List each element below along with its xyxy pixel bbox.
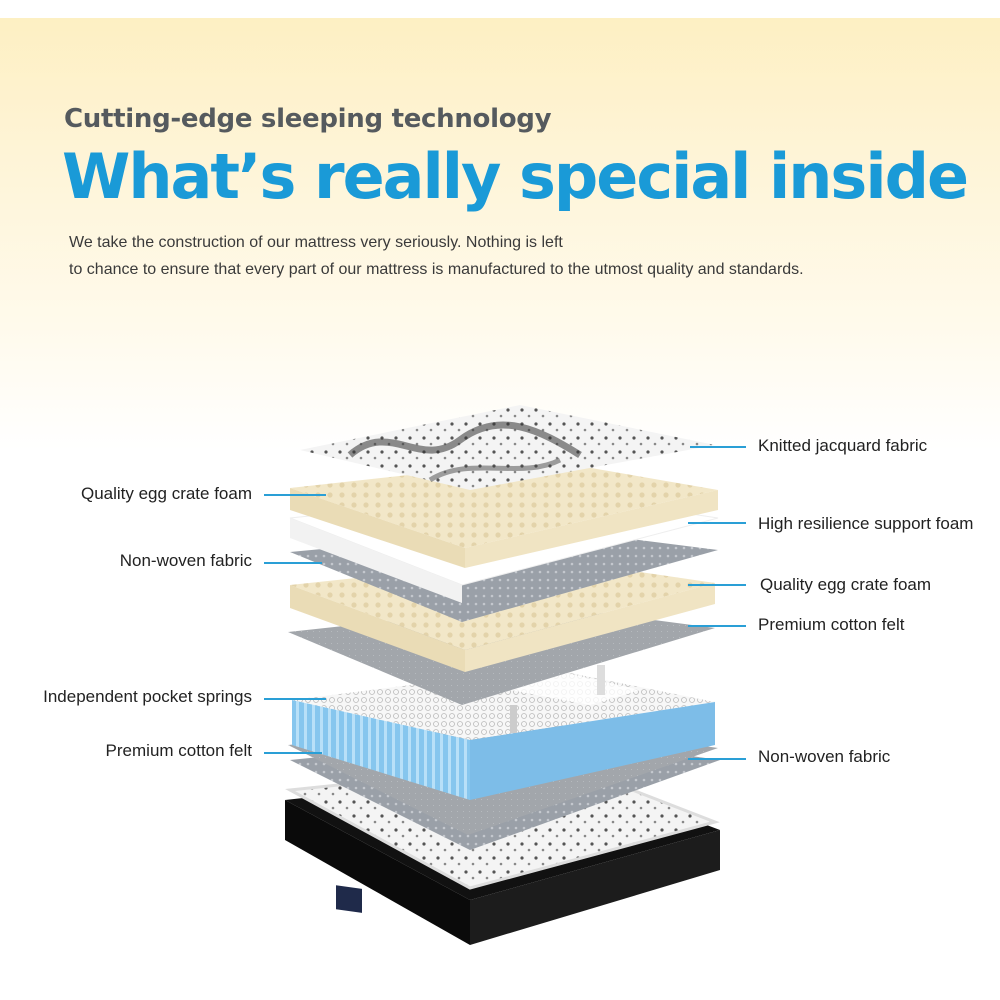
label-knitted-jacquard: Knitted jacquard fabric: [758, 436, 928, 455]
leader-knitted-jacquard: [690, 446, 746, 448]
leader-non-woven-top: [264, 562, 322, 564]
label-cotton-felt-top: Premium cotton felt: [758, 615, 905, 634]
label-non-woven-bottom: Non-woven fabric: [758, 747, 891, 766]
label-egg-crate-top: Quality egg crate foam: [80, 484, 252, 503]
description-line-2: to chance to ensure that every part of o…: [69, 261, 804, 278]
layer-knitted-jacquard: [300, 405, 715, 490]
label-non-woven-top: Non-woven fabric: [119, 551, 252, 570]
layer-egg-crate-top: [290, 460, 718, 568]
leader-egg-crate-top: [264, 494, 326, 496]
top-band: [0, 0, 1000, 18]
leader-pocket-springs: [264, 698, 326, 700]
label-cotton-felt-bottom: Premium cotton felt: [105, 741, 252, 760]
label-pocket-springs: Independent pocket springs: [43, 687, 252, 706]
section-subtitle: Cutting-edge sleeping technology: [64, 104, 552, 134]
description: We take the construction of our mattress…: [69, 229, 804, 283]
leader-non-woven-bottom: [688, 758, 746, 760]
leader-egg-crate-mid: [688, 584, 746, 586]
description-line-1: We take the construction of our mattress…: [69, 234, 563, 251]
leader-cotton-felt-top: [688, 625, 746, 627]
page-title: What’s really special inside: [62, 140, 969, 213]
label-high-resilience: High resilience support foam: [758, 514, 974, 533]
label-egg-crate-mid: Quality egg crate foam: [760, 575, 932, 594]
leader-high-resilience: [688, 522, 746, 524]
leader-cotton-felt-bottom: [264, 752, 322, 754]
